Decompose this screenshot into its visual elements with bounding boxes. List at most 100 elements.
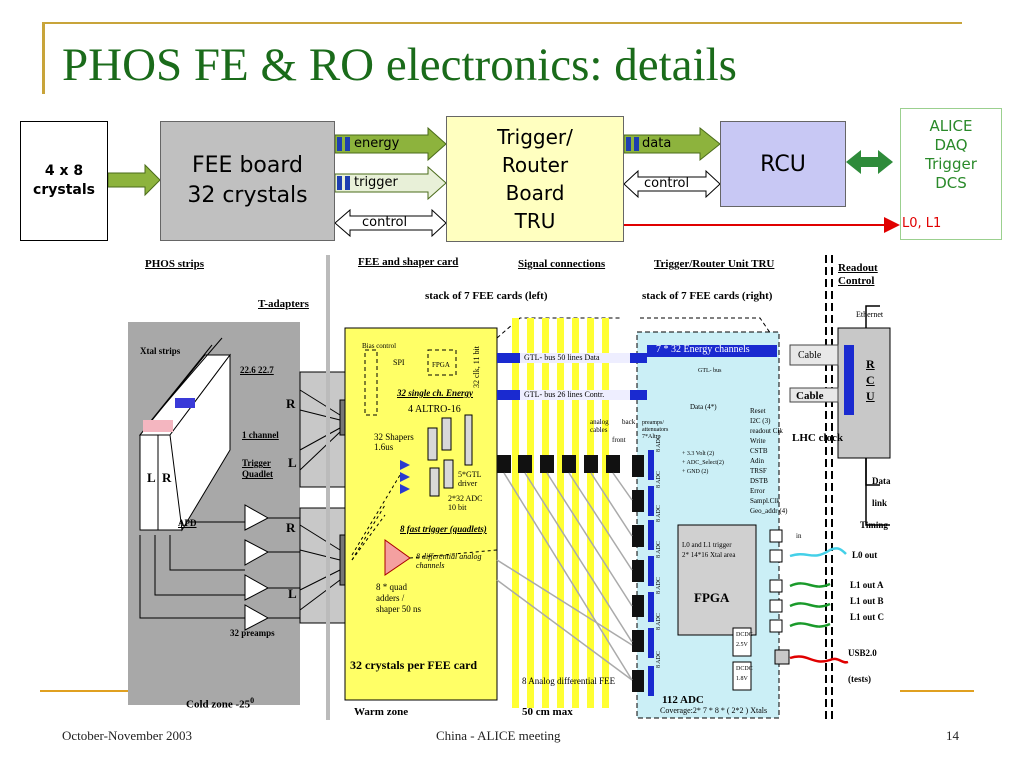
- fee-board-box: FEE board 32 crystals: [160, 121, 335, 241]
- footer-meeting: China - ALICE meeting: [436, 728, 561, 743]
- lhc-clock-label: LHC clock: [792, 432, 844, 444]
- l-label-1: L: [288, 455, 297, 470]
- trigger-label: trigger: [354, 175, 398, 190]
- ethernet-label: Ethernet: [856, 310, 884, 319]
- adc-cell-6: 8 ADC: [656, 613, 662, 630]
- l0-out-label: L0 out: [852, 550, 878, 560]
- heading-tru: Trigger/Router Unit TRU: [654, 258, 775, 270]
- rcu-vertical-label: R C U: [866, 357, 875, 403]
- strip-r-label: R: [162, 470, 172, 485]
- diff-analog-label: 8 differential analog channels: [416, 552, 482, 570]
- adc-112-label: 112 ADC: [662, 694, 704, 706]
- trigger-quadlet-label: Trigger Quadlet: [242, 458, 274, 479]
- adc-cell-7: 8 ADC: [656, 651, 662, 668]
- apd-label: APD: [178, 518, 197, 528]
- heading-fee-shaper: FEE and shaper card: [358, 256, 459, 268]
- fast-trigger-label: 8 fast trigger (quadlets): [400, 524, 487, 534]
- xtal-strips: [138, 337, 231, 532]
- back-label: back: [622, 418, 636, 426]
- fpga-small-label: FPGA: [432, 361, 450, 369]
- spi-label: SPI: [393, 358, 405, 367]
- analog-diff-label: 8 Analog differential FEE: [522, 676, 616, 686]
- timing-label: Timing: [860, 520, 888, 530]
- reset-list-label: Reset I2C (3) readout Clk Write CSTB Adi…: [750, 407, 788, 515]
- data-label: data: [642, 136, 672, 151]
- control-rcu-label: control: [644, 176, 690, 191]
- r-label-1: R: [286, 396, 296, 411]
- l-label-2: L: [288, 586, 297, 601]
- energy-label: energy: [354, 136, 400, 151]
- adc-cell-1: 8 ADC: [656, 435, 662, 452]
- l1-out-c-label: L1 out C: [850, 612, 885, 622]
- l1-out-b-label: L1 out B: [850, 596, 884, 606]
- preamps-label: 32 preamps: [230, 628, 275, 638]
- tru-box: Trigger/ Router Board TRU: [446, 116, 624, 242]
- adc-cell-2: 8 ADC: [656, 471, 662, 488]
- title-rule-vertical: [42, 22, 45, 94]
- gtl-50-label: GTL- bus 50 lines Data: [524, 353, 600, 362]
- heading-phos-strips: PHOS strips: [145, 258, 204, 270]
- energy-channels-label: 7 * 32 Energy channels: [656, 344, 750, 355]
- bias-control-label: Bias control: [362, 342, 397, 350]
- gtl-driver-label: 5*GTL driver: [458, 470, 482, 488]
- cold-zone-label: Cold zone -250: [186, 696, 254, 711]
- one-channel-label: 1 channel: [242, 430, 279, 440]
- usb-label: USB2.0: [848, 648, 877, 658]
- footer-rule-right: [900, 690, 974, 692]
- page-number: 14: [946, 728, 959, 743]
- analog-cables-label: analog cables: [590, 418, 609, 434]
- tests-label: (tests): [848, 674, 871, 684]
- preamp-triangles: [244, 504, 270, 631]
- voltage-label: + 3.3 Volt (2) + ADC_Select(2) + GND (2): [682, 451, 724, 475]
- fpga-big-label: FPGA: [694, 590, 730, 605]
- altro-label: 4 ALTRO-16: [408, 404, 461, 415]
- cold-warm-divider: [326, 255, 330, 720]
- gtl-bus-label: GTL- bus: [698, 368, 722, 374]
- preamps-att-label: preamps/ attenuators 7*Altro: [642, 420, 669, 440]
- adc-cell-3: 8 ADC: [656, 505, 662, 522]
- footer-rule-left: [40, 690, 128, 692]
- t-adapters: [299, 371, 351, 624]
- control-fee-label: control: [362, 215, 408, 230]
- t-adapters-label: T-adapters: [258, 298, 309, 310]
- alice-daq-box: ALICE DAQ Trigger DCS: [900, 108, 1002, 240]
- strip-l-label: L: [147, 470, 156, 485]
- cold-zone-degree: 0: [250, 696, 255, 705]
- crystals-per-fee-label: 32 crystals per FEE card: [350, 658, 478, 672]
- coverage-label: Coverage:2* 7 * 8 * ( 2*2 ) Xtals: [660, 706, 768, 715]
- shapers-label: 32 Shapers 1.6us: [374, 432, 414, 452]
- cable-2-label: Cable: [796, 390, 824, 402]
- data-4-label: Data (4*): [690, 403, 717, 411]
- rcu-box: RCU: [720, 121, 846, 207]
- adc-32-label: 2*32 ADC 10 bit: [448, 494, 483, 512]
- top-block-diagram: [107, 126, 900, 238]
- in-label: in: [796, 532, 802, 540]
- heading-signal-connections: Signal connections: [518, 258, 606, 270]
- dimension-label: 22.6 22.7: [240, 365, 274, 375]
- footer-date: October-November 2003: [62, 728, 193, 743]
- data-link-label: Data link: [872, 476, 891, 508]
- arrow-data: [623, 126, 721, 162]
- r-label-2: R: [286, 520, 296, 535]
- l0l1-label: L0, L1: [902, 216, 942, 231]
- title-rule-horizontal: [42, 22, 962, 24]
- arrow-rcu-alice: [846, 150, 893, 174]
- adc-cell-4: 8 ADC: [656, 541, 662, 558]
- fee-card: [344, 327, 498, 701]
- l1-out-a-label: L1 out A: [850, 580, 884, 590]
- gtl-26-label: GTL- bus 26 lines Contr.: [524, 390, 605, 399]
- fifty-cm-label: 50 cm max: [522, 706, 573, 718]
- l0l1-trigger-label: L0 and L1 trigger 2* 14*16 Xtal area: [682, 541, 736, 559]
- crystals-box: 4 x 8 crystals: [20, 121, 108, 241]
- arrow-crystals-to-fee: [107, 163, 161, 197]
- front-label: front: [612, 436, 626, 444]
- clk-bit-label: 32 clk, 11 bit: [472, 346, 481, 388]
- dcdc2-label: DCDC 1.8V: [736, 666, 753, 682]
- detail-diagram: [128, 255, 891, 720]
- slide-title: PHOS FE & RO electronics: details: [62, 39, 737, 91]
- arrow-energy: [334, 126, 447, 162]
- cable-1-label: Cable: [798, 350, 822, 361]
- stack-left-label: stack of 7 FEE cards (left): [425, 290, 548, 302]
- xtal-strips-label: Xtal strips: [140, 346, 181, 356]
- heading-readout-control: Readout Control: [838, 262, 878, 287]
